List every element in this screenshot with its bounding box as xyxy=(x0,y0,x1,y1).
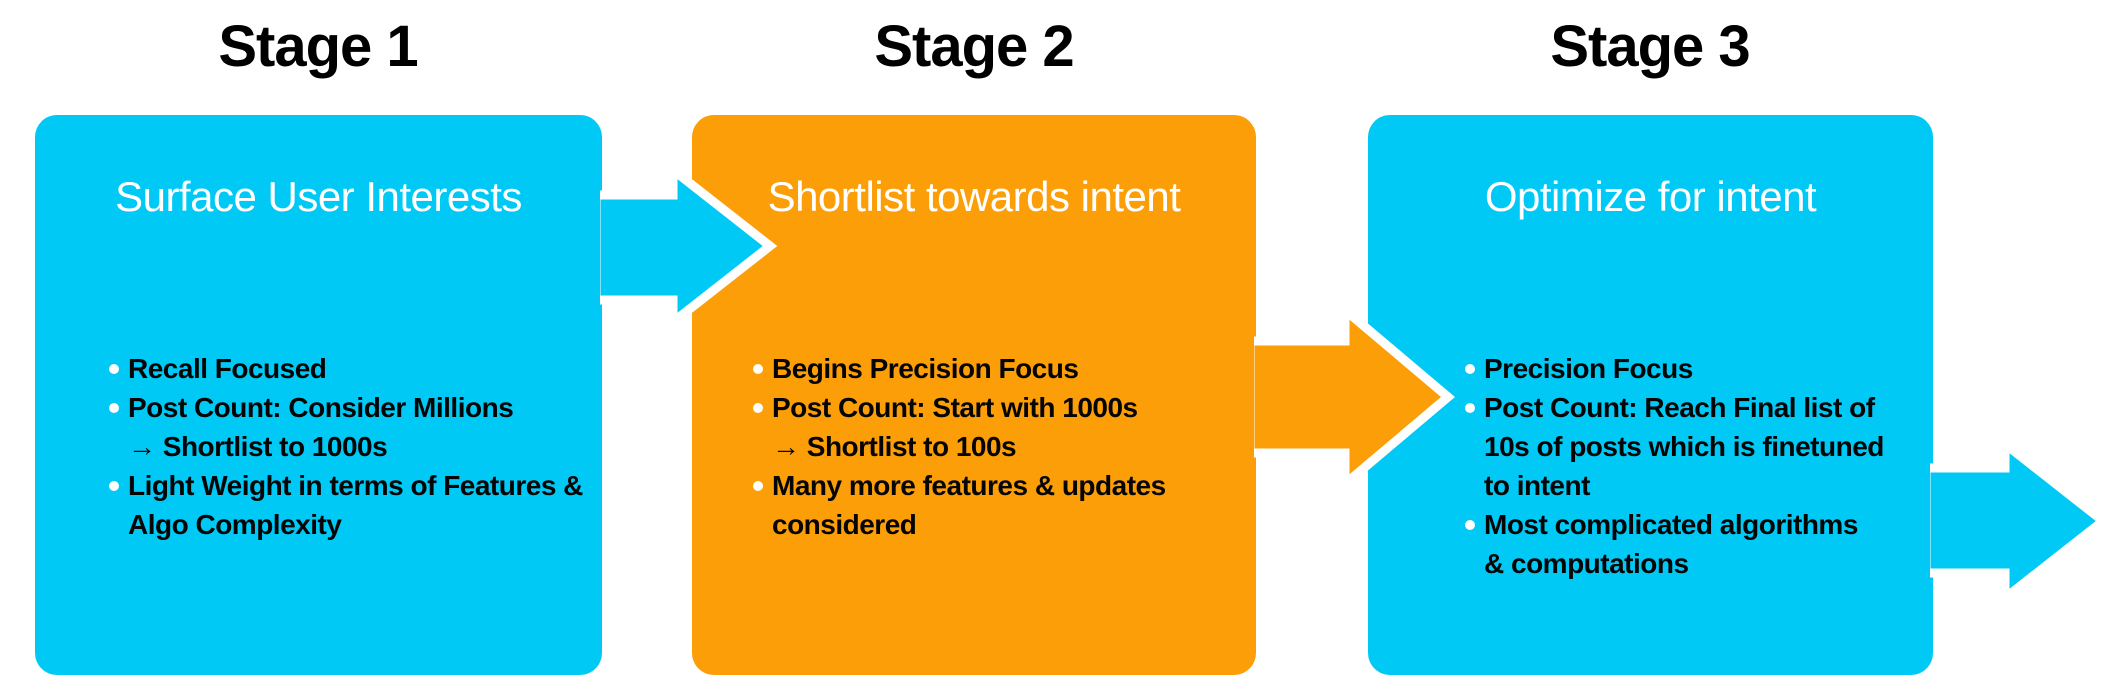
bullet-dot-icon xyxy=(753,403,763,413)
stage2-title: Stage 2 xyxy=(874,14,1074,79)
bullet-text: Precision Focus xyxy=(1484,353,1693,384)
bullet-item: Begins Precision Focus xyxy=(753,349,1166,388)
bullet-text: Recall Focused xyxy=(128,353,327,384)
stage3-heading: Optimize for intent xyxy=(1484,173,1817,220)
stage2-heading: Shortlist towards intent xyxy=(767,173,1181,220)
bullet-item: Post Count: Consider Millions → Shortlis… xyxy=(109,388,583,466)
stage1-heading: Surface User Interests xyxy=(115,173,522,220)
bullet-text: Begins Precision Focus xyxy=(772,353,1079,384)
bullet-dot-icon xyxy=(109,403,119,413)
stage1-title: Stage 1 xyxy=(218,14,418,79)
bullet-text: Post Count: Start with 1000s → Shortlist… xyxy=(772,392,1138,462)
bullet-item: Most complicated algorithms & computatio… xyxy=(1465,505,1884,583)
bullet-dot-icon xyxy=(109,481,119,491)
bullet-item: Precision Focus xyxy=(1465,349,1884,388)
bullet-text: Post Count: Consider Millions → Shortlis… xyxy=(128,392,514,462)
bullet-dot-icon xyxy=(753,481,763,491)
bullet-text: Many more features & updates considered xyxy=(772,470,1166,540)
bullet-item: Light Weight in terms of Features & Algo… xyxy=(109,466,583,544)
bullet-item: Many more features & updates considered xyxy=(753,466,1166,544)
arrow-stage3-exit-icon xyxy=(1916,434,2111,608)
stage3-title: Stage 3 xyxy=(1550,14,1750,79)
stage2-box: Shortlist towards intent Begins Precisio… xyxy=(692,115,1256,675)
bullet-item: Post Count: Start with 1000s → Shortlist… xyxy=(753,388,1166,466)
bullet-item: Recall Focused xyxy=(109,349,583,388)
bullet-text: Light Weight in terms of Features & Algo… xyxy=(128,470,583,540)
bullet-dot-icon xyxy=(1465,520,1475,530)
bullet-item: Post Count: Reach Final list of 10s of p… xyxy=(1465,388,1884,505)
bullet-text: Post Count: Reach Final list of 10s of p… xyxy=(1484,392,1884,501)
bullet-dot-icon xyxy=(1465,364,1475,374)
bullet-dot-icon xyxy=(753,364,763,374)
bullet-text: Most complicated algorithms & computatio… xyxy=(1484,509,1858,579)
bullet-dot-icon xyxy=(109,364,119,374)
bullet-dot-icon xyxy=(1465,403,1475,413)
